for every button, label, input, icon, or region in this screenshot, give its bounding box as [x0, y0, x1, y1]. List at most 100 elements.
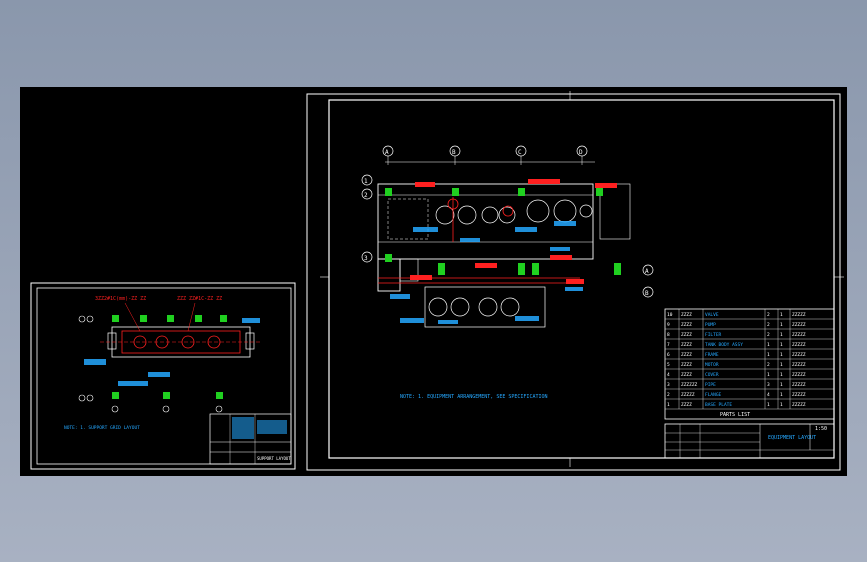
parts-table-cell-code: ZZZZ [681, 352, 692, 358]
svg-text:B: B [452, 149, 456, 156]
large-note: NOTE: 1. EQUIPMENT ARRANGEMENT, SEE SPEC… [400, 394, 548, 400]
parts-table-cell-name: BASE PLATE [705, 402, 732, 408]
parts-table-cell-qty: 1 [767, 342, 770, 348]
parts-table-cell-qty: 4 [767, 392, 770, 398]
svg-text:A: A [645, 268, 649, 275]
small-leader [187, 302, 196, 332]
small-green-markers [112, 315, 227, 399]
parts-table-cell-code: ZZZZ [681, 372, 692, 378]
axis-bubble [111, 405, 119, 413]
small-title-block: SUPPORT LAYOUT [209, 413, 292, 465]
svg-text:2: 2 [364, 192, 368, 199]
parts-table-cell-remark: ZZZZZ [792, 392, 806, 398]
title-block-scale: 1:50 [815, 426, 827, 432]
parts-table-cell-remark: ZZZZZ [792, 312, 806, 318]
parts-table-cell-qty: 2 [767, 312, 770, 318]
parts-table-cell-no: 9 [667, 322, 670, 328]
small-cyan-annotations [84, 318, 260, 386]
cad-viewport[interactable]: 3ZZ2#1C(mm)-ZZ ZZ ZZZ ZZ#1C-ZZ ZZ [20, 87, 847, 476]
sheet-small-inner-frame [36, 287, 292, 465]
large-axis-right: A B [642, 264, 654, 298]
small-title: SUPPORT LAYOUT [257, 456, 291, 461]
parts-table-cell-unit: 1 [780, 342, 783, 348]
parts-table-cell-code: ZZZZ [681, 312, 692, 318]
parts-table-cell-unit: 1 [780, 382, 783, 388]
parts-table-cell-unit: 1 [780, 312, 783, 318]
parts-table-cell-remark: ZZZZZ [792, 322, 806, 328]
sheet-large[interactable]: A B C D 1 2 3 A B [306, 91, 844, 471]
parts-table-cell-qty: 2 [767, 332, 770, 338]
parts-table-cell-code: ZZZZZZ [681, 382, 698, 388]
parts-table-cell-name: MOTOR [705, 362, 719, 368]
parts-table-cell-name: VALVE [705, 312, 719, 318]
plan-walls [377, 183, 631, 328]
small-note: NOTE: 1. SUPPORT GRID LAYOUT [64, 425, 140, 431]
parts-table-cell-no: 4 [667, 372, 670, 378]
axis-bubble [215, 405, 223, 413]
parts-table-cell-qty: 1 [767, 372, 770, 378]
axis-bubble [162, 405, 170, 413]
parts-table-cell-remark: ZZZZZ [792, 362, 806, 368]
large-axis-left: 1 2 3 [361, 174, 373, 263]
sheet-large-outer-frame [306, 93, 841, 471]
parts-table-cell-no: 8 [667, 332, 670, 338]
green-marker [140, 315, 147, 322]
parts-table-cell-unit: 1 [780, 322, 783, 328]
parts-table-cell-remark: ZZZZZ [792, 382, 806, 388]
axis-bubble [78, 315, 86, 323]
parts-table-cell-name: FILTER [705, 332, 722, 338]
parts-table-cell-unit: 1 [780, 392, 783, 398]
parts-table-cell-name: FLANGE [705, 392, 722, 398]
parts-table-cell-no: 1 [667, 402, 670, 408]
parts-table-cell-remark: ZZZZZ [792, 342, 806, 348]
green-marker [195, 315, 202, 322]
parts-table-cell-name: COVER [705, 372, 719, 378]
sheet-small[interactable]: 3ZZ2#1C(mm)-ZZ ZZ ZZZ ZZ#1C-ZZ ZZ [30, 282, 296, 470]
svg-text:C: C [518, 149, 522, 156]
parts-table-cell-code: ZZZZ [681, 332, 692, 338]
equipment-top [435, 199, 593, 225]
parts-table-footer: PARTS LIST [720, 412, 750, 418]
parts-table-cell-name: FRAME [705, 352, 719, 358]
parts-table-cell-name: PIPE [705, 382, 716, 388]
parts-table-frame [664, 308, 835, 420]
parts-table-cell-no: 10 [667, 312, 673, 318]
dashed-zone [387, 198, 429, 240]
large-green-markers [385, 188, 621, 275]
parts-table-cell-no: 6 [667, 352, 670, 358]
parts-table-cell-qty: 2 [767, 322, 770, 328]
sheet-large-inner-frame [328, 99, 835, 459]
large-axis-top: A B C D [382, 145, 588, 165]
svg-text:B: B [645, 290, 649, 297]
axis-bubble [86, 315, 94, 323]
parts-table-cell-unit: 1 [780, 402, 783, 408]
parts-table-cell-unit: 1 [780, 362, 783, 368]
red-lines [378, 197, 580, 284]
small-end-right [245, 332, 255, 350]
parts-table-cell-name: PUMP [705, 322, 716, 328]
green-marker [216, 392, 223, 399]
small-annotation-left: 3ZZ2#1C(mm)-ZZ ZZ [95, 296, 146, 302]
small-annotation-right: ZZZ ZZ#1C-ZZ ZZ [177, 296, 222, 302]
green-marker [220, 315, 227, 322]
parts-table-cell-unit: 1 [780, 352, 783, 358]
equipment-bottom [428, 297, 520, 317]
parts-table-cell-no: 7 [667, 342, 670, 348]
parts-table-cell-code: ZZZZ [681, 362, 692, 368]
parts-table-cell-unit: 1 [780, 332, 783, 338]
parts-table-cell-remark: ZZZZZ [792, 332, 806, 338]
parts-table-cell-code: ZZZZZ [681, 392, 695, 398]
parts-table-cell-no: 3 [667, 382, 670, 388]
parts-table-cell-qty: 2 [767, 362, 770, 368]
cad-drawing: 3ZZ2#1C(mm)-ZZ ZZ ZZZ ZZ#1C-ZZ ZZ [30, 91, 844, 471]
parts-table-cell-code: ZZZZ [681, 322, 692, 328]
green-marker [112, 315, 119, 322]
large-title-block: EQUIPMENT LAYOUT 1:50 [664, 423, 835, 459]
cyan-annotations [390, 221, 583, 324]
svg-text:1: 1 [364, 178, 368, 185]
parts-table-cell-remark: ZZZZZ [792, 372, 806, 378]
parts-table-cell-unit: 1 [780, 372, 783, 378]
parts-table-cell-code: ZZZZ [681, 402, 692, 408]
axis-bubble [78, 394, 86, 402]
